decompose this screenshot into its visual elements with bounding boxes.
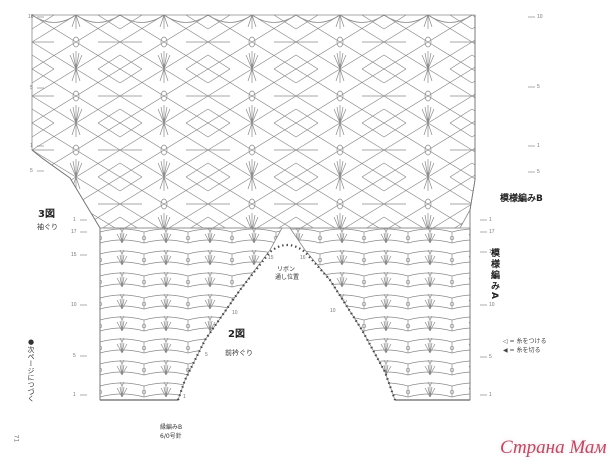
- ribbon-label: リボン: [277, 266, 296, 273]
- row-marker: 1: [73, 392, 76, 398]
- fig2-subtitle: 前衿ぐり: [225, 349, 253, 357]
- cut-yarn-icon: ◀ =: [503, 347, 515, 354]
- row-marker: 17: [489, 229, 495, 235]
- row-marker: 5: [205, 352, 208, 358]
- pattern-a-left-leg: [99, 227, 283, 401]
- row-marker: 5: [537, 169, 540, 175]
- row-marker: 10: [71, 302, 77, 308]
- fig3-subtitle: 袖ぐり: [37, 223, 58, 231]
- neckline-edging: [176, 243, 397, 401]
- legend: ◁ = 糸をつける ◀ = 糸を切る: [503, 336, 547, 354]
- attach-yarn-icon: ◁ =: [503, 338, 515, 345]
- row-marker: 5: [73, 353, 76, 359]
- fig2-title: 2図: [228, 329, 245, 340]
- watermark: Страна Мам: [500, 437, 607, 458]
- row-marker: 10: [489, 302, 495, 308]
- pattern-b-region: [31, 14, 476, 229]
- row-marker: 10: [28, 14, 34, 20]
- row-marker: 15: [268, 255, 274, 261]
- row-marker: 1: [489, 392, 492, 398]
- row-marker: 1: [183, 394, 186, 400]
- row-marker: 10: [330, 308, 336, 314]
- row-marker: 15: [489, 249, 495, 255]
- row-marker: 16: [300, 255, 306, 261]
- legend-item-attach: ◁ = 糸をつける: [503, 338, 547, 345]
- row-marker: 5: [537, 84, 540, 90]
- top-scallop-edge: [31, 14, 473, 23]
- row-marker: 15: [71, 252, 77, 258]
- pattern-a-right-leg: [289, 227, 471, 401]
- row-marker: 5: [489, 354, 492, 360]
- fig3-title: 3図: [38, 209, 55, 220]
- row-marker: 5: [30, 168, 33, 174]
- ribbon-position-label: 通し位置: [275, 274, 300, 281]
- pattern-a-label: 模様編みA: [489, 248, 499, 301]
- row-marker: 5: [30, 85, 33, 91]
- row-arrows: [37, 16, 535, 396]
- row-marker: 17: [71, 229, 77, 235]
- hook-size-label: 6/0号針: [160, 433, 182, 440]
- edging-label: 縁編みB: [160, 424, 183, 431]
- row-marker: 1: [73, 217, 76, 223]
- continued-note: ●次ページにつづく: [27, 338, 35, 402]
- page-number: 71: [12, 434, 20, 443]
- pattern-b-label: 模様編みB: [500, 194, 543, 204]
- row-marker: 1: [489, 217, 492, 223]
- row-marker: 1: [537, 143, 540, 149]
- row-marker: 10: [537, 14, 543, 20]
- row-marker: 1: [30, 143, 33, 149]
- row-marker: 10: [232, 310, 238, 316]
- legend-item-cut: ◀ = 糸を切る: [503, 347, 541, 354]
